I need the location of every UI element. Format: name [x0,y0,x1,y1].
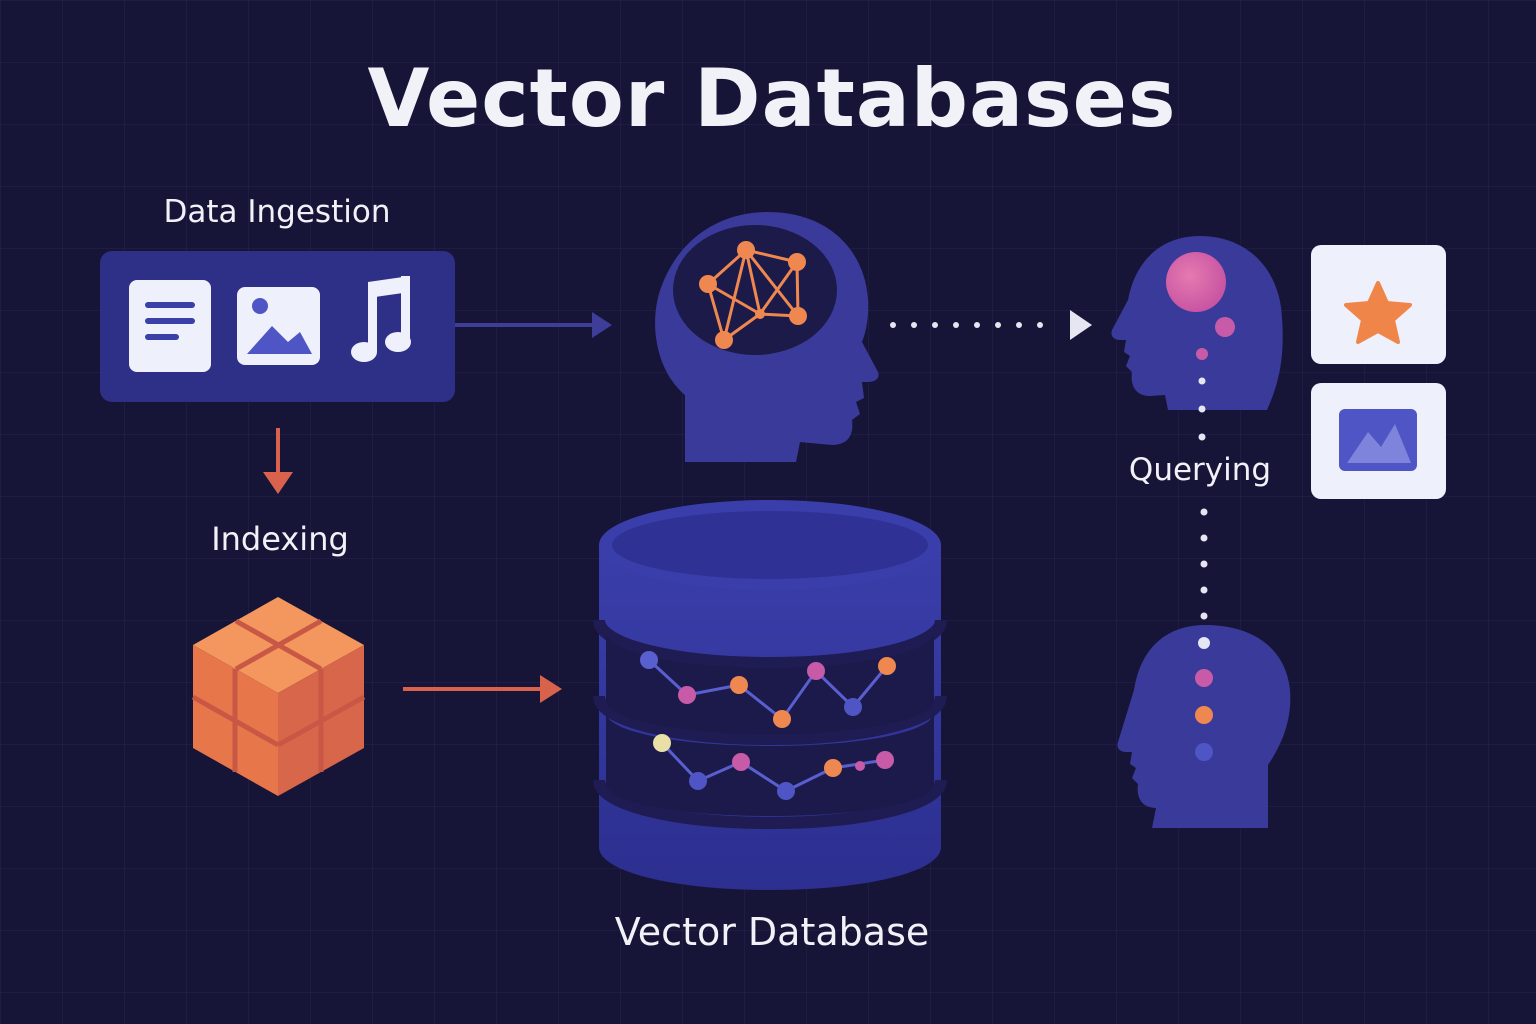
database-cylinder-icon [593,500,947,890]
arrow-model-to-query [890,310,1092,340]
image-icon [237,287,320,365]
ingestion-panel [100,251,455,402]
vector-series-top [640,651,896,728]
query-connector [1200,508,1208,620]
data-ingestion-label: Data Ingestion [163,194,391,230]
query-head-top-icon [1111,236,1283,441]
document-icon [129,280,211,372]
cube-icon [191,597,366,796]
music-note-icon [351,276,411,362]
arrow-ingest-to-model [455,312,612,338]
result-card-image [1311,383,1446,499]
arrow-ingest-to-index [263,428,293,494]
star-icon [1344,281,1412,344]
arrow-index-to-database [403,675,562,703]
vector-series-bottom [653,734,894,800]
page-title: Vector Databases [367,52,1177,145]
vector-database-label: Vector Database [614,910,930,954]
indexing-label: Indexing [211,520,349,558]
brain-network-head-icon [655,212,879,462]
result-card-star [1311,245,1446,364]
querying-label: Querying [1128,452,1272,488]
query-head-bottom-icon [1117,625,1291,828]
